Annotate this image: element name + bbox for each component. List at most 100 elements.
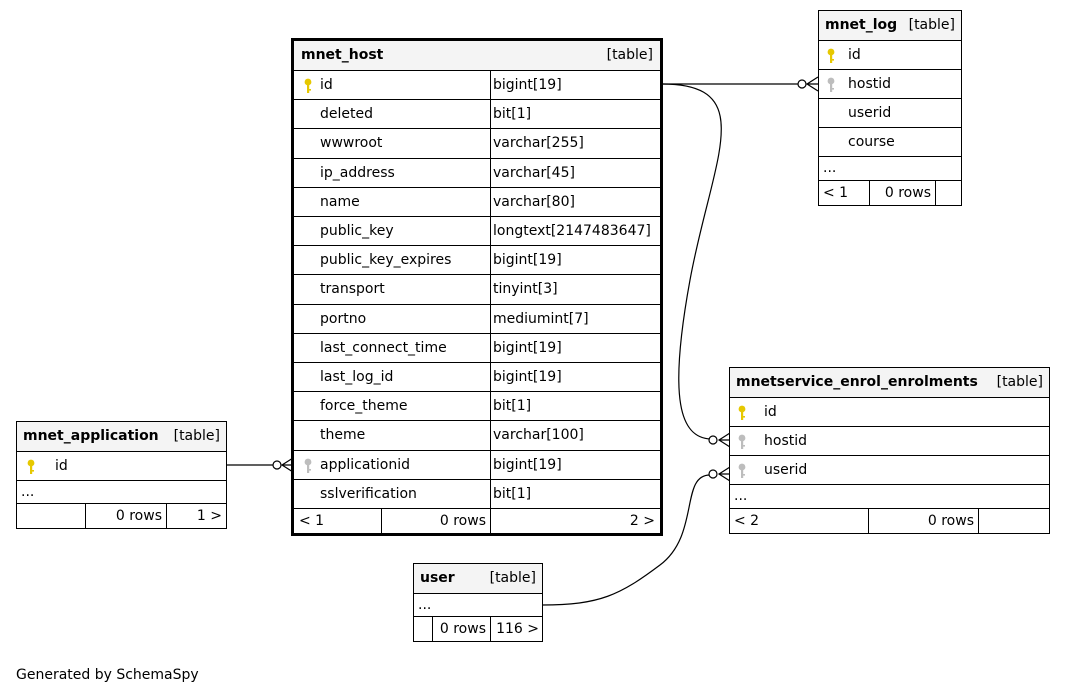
column-type: mediumint[7] (493, 310, 589, 327)
children-link[interactable]: 1 > (196, 508, 222, 524)
column-name: id (55, 458, 68, 474)
column-name: hostid (848, 76, 891, 92)
column-row[interactable]: last_log_id bigint[19] (294, 363, 660, 393)
table-header: mnet_log [table] (819, 11, 961, 41)
row-count: 0 rows (439, 621, 486, 637)
table-name: mnet_application (23, 428, 159, 444)
table-footer: < 2 0 rows (730, 509, 1049, 534)
ellipsis: ... (21, 484, 35, 500)
column-type: bigint[19] (493, 339, 562, 356)
column-name: userid (848, 105, 892, 121)
primary-key-icon (737, 405, 747, 421)
column-row[interactable]: ip_address varchar[45] (294, 158, 660, 188)
primary-key-icon (303, 78, 313, 94)
column-name: public_key_expires (320, 252, 452, 269)
column-row[interactable]: id (730, 398, 1049, 427)
column-type: varchar[255] (493, 135, 584, 152)
column-type: varchar[45] (493, 164, 575, 181)
ellipsis: ... (823, 160, 837, 176)
table-header: mnetservice_enrol_enrolments [table] (730, 368, 1049, 398)
column-type: bigint[19] (493, 77, 562, 93)
children-link[interactable]: 2 > (629, 513, 655, 529)
children-link[interactable]: 116 > (496, 621, 539, 637)
table-header: mnet_host [table] (294, 41, 660, 71)
column-row[interactable]: last_connect_time bigint[19] (294, 333, 660, 363)
table-kind: [table] (996, 374, 1043, 390)
parents-link[interactable]: < 1 (299, 513, 325, 529)
table-footer: < 1 0 rows (819, 181, 961, 206)
table-mnet_log[interactable]: mnet_log [table] id hostid userid course ..… (818, 10, 962, 206)
column-row[interactable]: id bigint[19] (294, 71, 660, 101)
table-user[interactable]: user [table] ... 0 rows 116 > (413, 563, 543, 642)
column-name: course (848, 134, 895, 150)
table-footer: 0 rows 116 > (414, 617, 542, 642)
column-name: hostid (764, 433, 807, 449)
generated-by-note: Generated by SchemaSpy (16, 667, 199, 683)
column-name: name (320, 193, 360, 210)
table-name: mnet_host (301, 47, 384, 63)
foreign-key-icon (737, 434, 747, 450)
column-name: last_connect_time (320, 339, 447, 356)
column-type: bigint[19] (493, 369, 562, 385)
column-row[interactable]: course (819, 128, 961, 157)
column-name: force_theme (320, 398, 408, 415)
column-name: id (320, 77, 333, 93)
column-row[interactable]: userid (730, 456, 1049, 485)
column-name: id (764, 404, 777, 420)
table-mnetservice_enrol_enrolments[interactable]: mnetservice_enrol_enrolments [table] id h… (729, 367, 1050, 534)
primary-key-icon (26, 459, 36, 475)
column-row[interactable]: hostid (730, 427, 1049, 456)
table-header: mnet_application [table] (17, 422, 226, 452)
table-name: user (420, 570, 455, 586)
foreign-key-icon (303, 458, 313, 474)
ellipsis-row: ... (819, 157, 961, 181)
table-footer: < 1 0 rows 2 > (294, 509, 660, 536)
parents-link[interactable]: < 2 (734, 513, 760, 529)
column-type: longtext[2147483647] (493, 223, 651, 239)
table-header: user [table] (414, 564, 542, 594)
column-row[interactable]: wwwroot varchar[255] (294, 129, 660, 159)
column-row[interactable]: id (819, 41, 961, 70)
parents-link[interactable]: < 1 (823, 185, 849, 201)
ellipsis-row: ... (17, 481, 226, 504)
primary-key-icon (826, 48, 836, 64)
edge-host-enrol (661, 83, 722, 440)
column-name: ip_address (320, 164, 395, 181)
ellipsis: ... (734, 488, 748, 504)
row-count: 0 rows (439, 513, 486, 529)
column-name: last_log_id (320, 369, 394, 385)
column-row[interactable]: deleted bit[1] (294, 100, 660, 130)
column-row[interactable]: id (17, 452, 226, 481)
column-row[interactable]: hostid (819, 70, 961, 99)
column-name: wwwroot (320, 135, 383, 152)
column-name: sslverification (320, 485, 417, 502)
column-type: bit[1] (493, 106, 532, 123)
column-type: bigint[19] (493, 456, 562, 473)
foreign-key-icon (826, 77, 836, 93)
table-mnet_application[interactable]: mnet_application [table] id ... 0 rows 1… (16, 421, 227, 529)
column-name: portno (320, 310, 367, 327)
ellipsis: ... (418, 597, 432, 613)
table-kind: [table] (489, 570, 536, 586)
column-row[interactable]: public_key_expires bigint[19] (294, 246, 660, 276)
ellipsis-row: ... (414, 594, 542, 617)
column-name: deleted (320, 106, 373, 123)
column-row[interactable]: userid (819, 99, 961, 128)
column-row[interactable]: portno mediumint[7] (294, 304, 660, 334)
table-kind: [table] (908, 17, 955, 33)
table-mnet_host[interactable]: mnet_host [table] id bigint[19] deleted bit… (291, 38, 663, 536)
edge-user-enrol (541, 474, 711, 606)
column-name: id (848, 47, 861, 63)
column-type: bigint[19] (493, 252, 562, 269)
column-type: tinyint[3] (493, 281, 558, 298)
row-count: 0 rows (115, 508, 162, 524)
table-kind: [table] (606, 47, 653, 63)
